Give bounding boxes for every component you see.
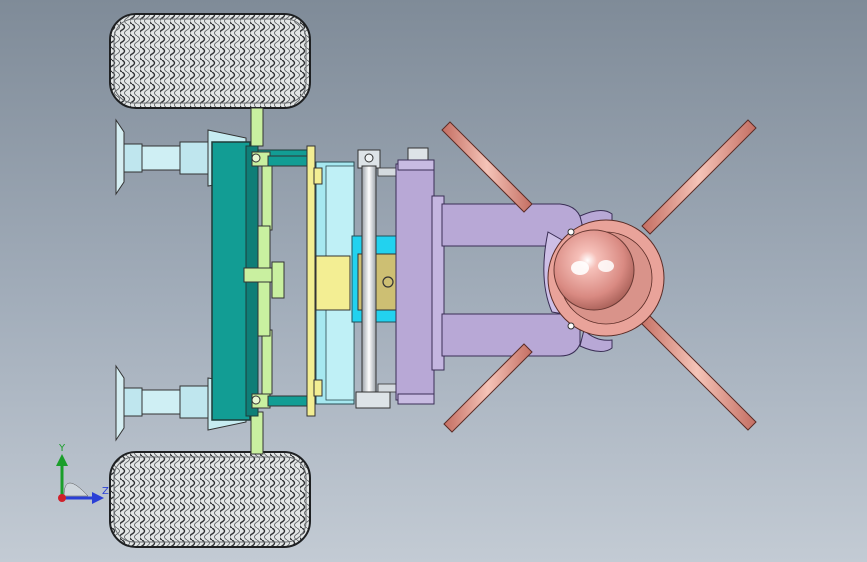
y-axis-arrow (56, 454, 68, 466)
slider-block[interactable] (313, 167, 351, 397)
tire-top[interactable] (109, 13, 311, 109)
axis-z-label: Z (102, 486, 109, 497)
coordinate-triad[interactable] (56, 454, 104, 504)
tire-bottom[interactable] (109, 451, 311, 548)
rear-frame[interactable] (395, 159, 445, 405)
blades[interactable] (441, 119, 757, 433)
z-axis-arrow (92, 492, 104, 504)
pivot-pins[interactable] (567, 228, 575, 330)
x-axis-dot (58, 494, 66, 502)
triad-plane (63, 482, 89, 497)
axis-y-label: Y (59, 443, 66, 454)
hub-ball[interactable] (553, 229, 635, 311)
arm-bottom[interactable] (441, 313, 581, 357)
